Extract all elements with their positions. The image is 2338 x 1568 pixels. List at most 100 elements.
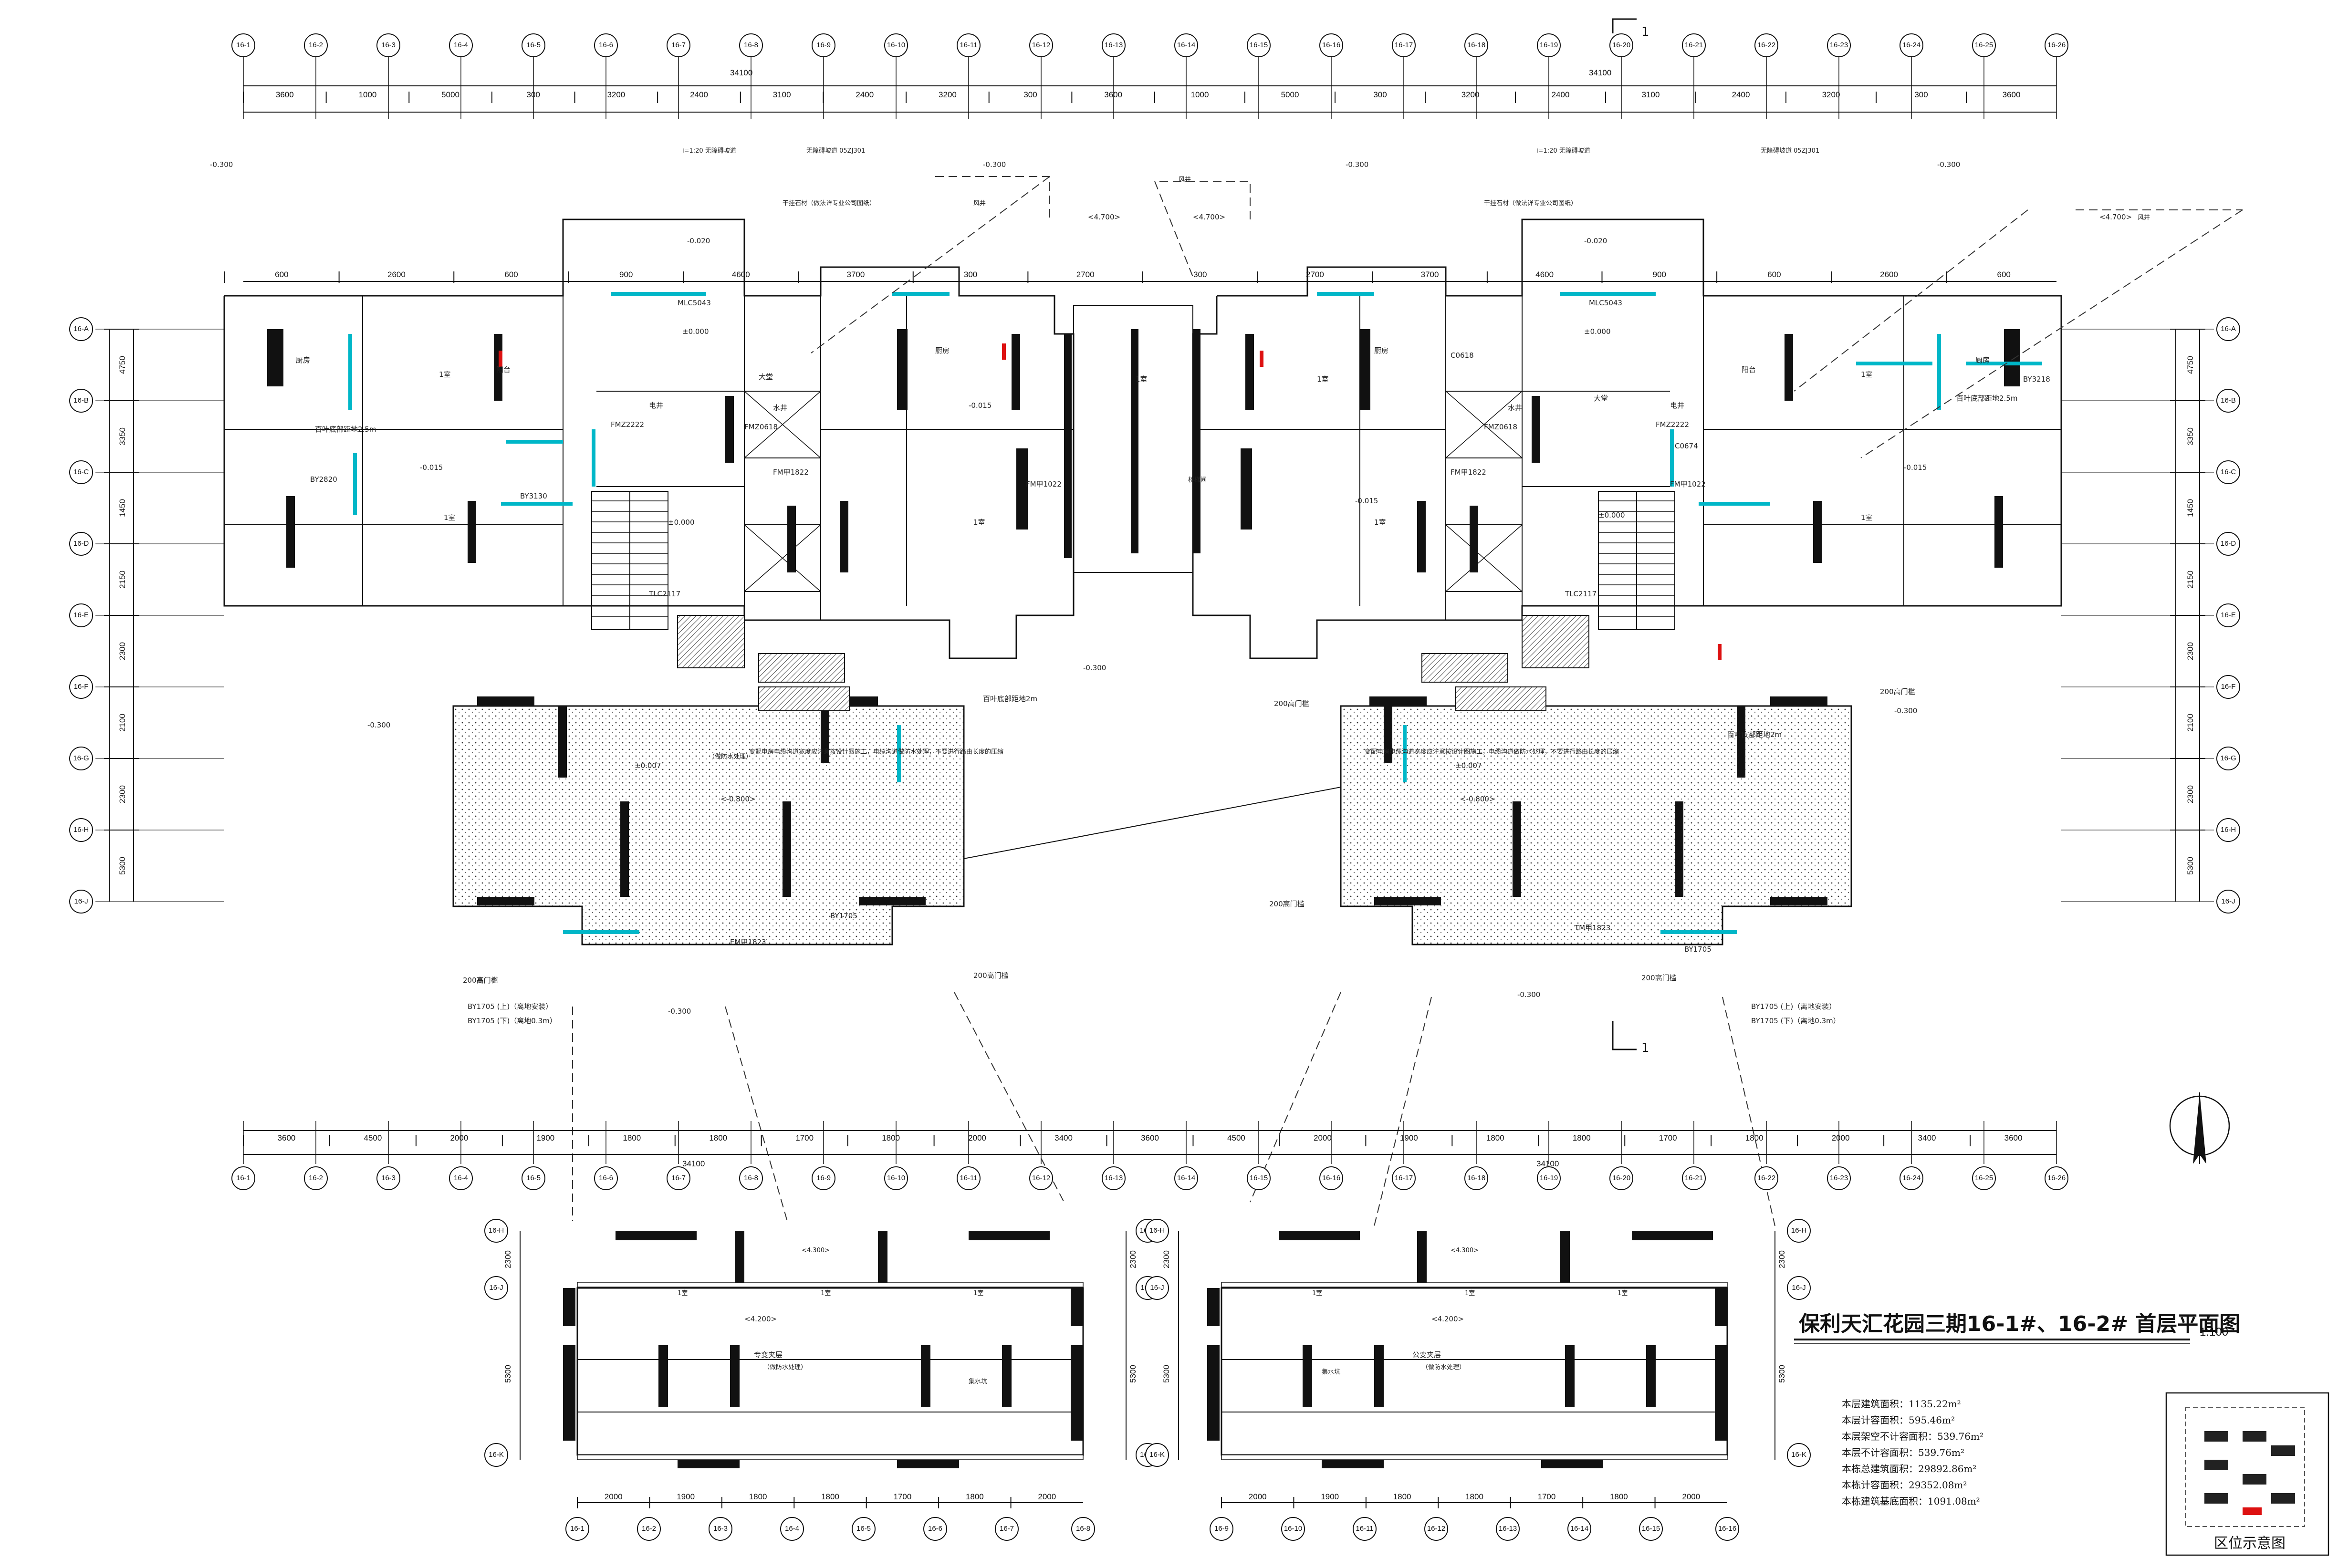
mezz-axis-bottom-8: 16-9 [1210,1517,1233,1541]
axis-bottom-16-5: 16-5 [522,1166,545,1190]
svg-text:16-9: 16-9 [816,41,831,49]
mezz-dim-1-4: 1700 [1538,1492,1556,1501]
svg-text:16-4: 16-4 [785,1525,799,1533]
top-dim-4: 3200 [607,90,625,99]
level-minus-020-left: -0.020 [687,237,710,245]
bottom-dim-1: 4500 [364,1133,382,1142]
by2820: BY2820 [310,475,337,484]
central-corridor [1064,305,1200,573]
vent-center: 风井 [1179,176,1191,183]
axis-bottom-16-12: 16-12 [1029,1166,1053,1190]
top-dim-right-1: 5000 [1281,90,1299,99]
kitchen-left-2: 厨房 [296,356,310,364]
mezz-side-a-1: 2300 [1128,1250,1138,1268]
fmz2222-left: FMZ2222 [611,420,644,429]
svg-text:16-13: 16-13 [1105,1174,1123,1182]
fm0618-right: FMZ0618 [1484,423,1517,431]
svg-text:16-J: 16-J [1792,1284,1806,1292]
mezz-axis-bottom-3: 16-4 [780,1517,804,1541]
bottom-dim-6: 1700 [795,1133,814,1142]
svg-text:16-8: 16-8 [744,41,758,49]
axis-left-16-D: 16-D [69,532,93,556]
kitchen-right-2: 厨房 [1975,356,1990,364]
svg-text:16-B: 16-B [2221,396,2236,405]
mezz-axis-left-16-J: 16-J [484,1276,508,1300]
axis-bottom-16-17: 16-17 [1392,1166,1416,1190]
fm1822-right: FM甲1822 [1451,468,1486,477]
axis-bottom-16-19: 16-19 [1537,1166,1561,1190]
axis-top-16-16: 16-16 [1319,33,1343,57]
level-015-3: -0.015 [1355,497,1378,505]
room-right-3: 1室 [1374,518,1386,527]
level-4700-3: <4.700> [2099,213,2132,221]
room-center-2: 1室 [1317,375,1329,384]
svg-text:16-13: 16-13 [1105,41,1123,49]
axis-top-16-11: 16-11 [957,33,981,57]
bottom-dimension-chain [243,1130,2056,1155]
location-diagram: 区位示意图 [2165,1392,2329,1556]
svg-text:16-7: 16-7 [671,1174,686,1182]
svg-text:16-K: 16-K [489,1451,504,1459]
axis-bottom-16-10: 16-10 [884,1166,908,1190]
mid-dim-6: 300 [964,270,977,279]
mezz-axis-bottom-5: 16-6 [923,1517,947,1541]
axis-bottom-16-20: 16-20 [1609,1166,1633,1190]
level-minus-0800-left: <-0.800> [720,795,756,803]
cable-note-right: 变配电房电缆沟道宽度应注意按设计图施工，电缆沟道做防水处理，不要进行路由长度的压… [1365,748,1619,756]
axis-left-16-B: 16-B [69,389,93,413]
top-dim-right-2: 300 [1373,90,1387,99]
water-right: 水井 [1508,404,1522,412]
top-dim-1: 1000 [359,90,377,99]
mezz-axis-bottom-1: 16-2 [637,1517,661,1541]
mid-dim-13: 600 [1767,270,1781,279]
mid-dim-12: 900 [1653,270,1666,279]
axis-top-16-18: 16-18 [1464,33,1488,57]
svg-text:16-13: 16-13 [1499,1525,1517,1533]
svg-text:16-20: 16-20 [1612,41,1630,49]
svg-text:16-1: 16-1 [236,1174,250,1182]
ramp-right: i=1:20 无障碍坡道 [1536,147,1590,155]
right-dim-5: 2100 [2186,714,2195,732]
svg-text:16-17: 16-17 [1395,1174,1413,1182]
fm1822-left: FM甲1822 [773,468,809,477]
mid-dim-9: 2700 [1306,270,1324,279]
axis-top-16-20: 16-20 [1609,33,1633,57]
mezz-dim-0-6: 2000 [1038,1492,1056,1501]
room-left-2: 1室 [444,513,456,522]
waterproof-note-mezz-right: （做防水处理） [1422,1363,1465,1371]
axis-right-16-B: 16-B [2216,389,2240,413]
top-dim-right-8: 300 [1914,90,1928,99]
level-ground-left-2: ±0.000 [668,518,695,527]
level-minus-0800-right: <-0.800> [1460,795,1495,803]
drawing-scale: 1:100 [2200,1326,2228,1339]
fmz2222-right: FMZ2222 [1656,420,1689,429]
mid-dim-2: 600 [504,270,518,279]
by1705-up: BY1705 (上)（离地安装） [468,1002,553,1011]
area-line-1: 本层计容面积：595.46m² [1842,1414,1955,1426]
top-dim-right-9: 3600 [2003,90,2021,99]
area-line-0: 本层建筑面积：1135.22m² [1842,1398,1961,1410]
svg-text:16-16: 16-16 [1322,1174,1340,1182]
svg-text:16-26: 16-26 [2047,41,2066,49]
svg-text:16-6: 16-6 [599,41,613,49]
axis-bottom-16-14: 16-14 [1174,1166,1198,1190]
mezz-upper-left: 专变夹层 [754,1350,783,1359]
axis-top-16-2: 16-2 [304,33,328,57]
svg-text:16-23: 16-23 [1830,1174,1848,1182]
axis-top-16-24: 16-24 [1900,33,1923,57]
svg-text:16-11: 16-11 [960,41,977,49]
mezz-side-b-2: 5300 [1162,1365,1171,1383]
mid-dim-15: 600 [1997,270,2011,279]
svg-text:16-6: 16-6 [928,1525,942,1533]
left-dim-2: 1450 [118,499,127,517]
svg-text:16-18: 16-18 [1467,1174,1485,1182]
top-dimension-chain [243,85,2056,282]
door200-2: 200高门槛 [1880,687,1915,696]
top-dim-right-7: 3200 [1822,90,1840,99]
mlc-left: MLC5043 [678,299,711,307]
svg-text:16-J: 16-J [489,1284,503,1292]
mezz-axis-left-16-K: 16-K [484,1443,508,1467]
svg-text:16-H: 16-H [2221,826,2236,834]
kitchen-right: 厨房 [1374,346,1388,355]
svg-text:16-19: 16-19 [1540,1174,1558,1182]
